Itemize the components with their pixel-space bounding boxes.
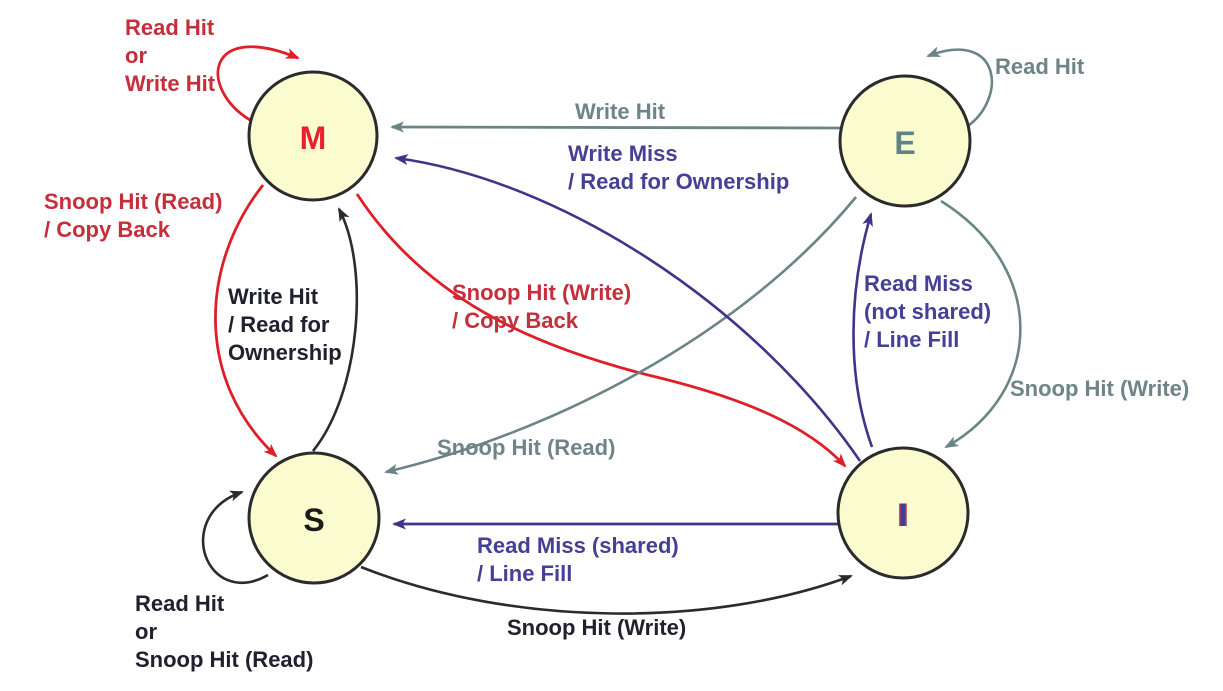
edge-i-to-e xyxy=(852,212,874,448)
edge-label-i-to-s: Read Miss (shared) / Line Fill xyxy=(477,532,679,588)
state-label-e: E xyxy=(894,125,916,161)
edge-label-line: Read Miss xyxy=(864,271,973,296)
edge-e-to-i xyxy=(940,199,1022,449)
edge-label-line: Snoop Hit (Read) xyxy=(135,647,314,672)
edge-s-to-m xyxy=(311,207,359,452)
edge-label-line: Read Hit xyxy=(135,591,225,616)
edge-label-line: Read Miss (shared) xyxy=(477,533,679,558)
edge-label-line: / Read for xyxy=(228,312,330,337)
edge-m-self-loop xyxy=(216,45,300,122)
edge-m-to-i xyxy=(355,193,847,468)
edge-label-line: / Line Fill xyxy=(477,561,573,586)
edge-label-line: Read Hit xyxy=(995,54,1085,79)
edge-i-to-m xyxy=(394,154,862,462)
edge-label-line: (not shared) xyxy=(864,299,992,324)
edge-e-to-m xyxy=(390,121,841,133)
edge-label-m-to-i: Snoop Hit (Write) / Copy Back xyxy=(452,279,631,335)
state-node-m xyxy=(247,70,379,202)
edge-s-to-i xyxy=(360,565,853,615)
edge-label-line: Write Hit xyxy=(228,284,319,309)
edge-label-line: Snoop Hit (Read) xyxy=(437,435,616,460)
edge-label-line: or xyxy=(135,619,157,644)
edge-label-s-self: Read Hit or Snoop Hit (Read) xyxy=(135,590,313,674)
edge-label-line: Write Hit xyxy=(125,71,216,96)
edge-label-e-to-m: Write Hit xyxy=(575,98,665,126)
edge-e-self-loop xyxy=(926,46,994,130)
edge-label-line: Snoop Hit (Read) xyxy=(44,189,223,214)
state-label-i: I xyxy=(898,497,908,533)
edge-label-s-to-i: Snoop Hit (Write) xyxy=(507,614,686,642)
edge-label-s-to-m: Write Hit / Read for Ownership xyxy=(228,283,342,367)
edge-label-line: / Read for Ownership xyxy=(568,169,790,194)
state-node-s xyxy=(247,451,381,585)
edge-label-m-self: Read Hit or Write Hit xyxy=(125,14,215,98)
edge-label-line: or xyxy=(125,43,147,68)
edge-e-to-s xyxy=(384,196,858,475)
state-label-s: S xyxy=(303,502,325,538)
edge-label-line: Write Miss xyxy=(568,141,678,166)
edge-label-e-self: Read Hit xyxy=(995,53,1084,81)
edge-label-line: / Copy Back xyxy=(452,308,578,333)
edge-label-line: Write Hit xyxy=(575,99,666,124)
edge-label-line: Read Hit xyxy=(125,15,215,40)
edge-s-self-loop xyxy=(201,490,269,584)
edge-label-line: / Line Fill xyxy=(864,327,960,352)
edge-label-e-to-s: Snoop Hit (Read) xyxy=(437,434,615,462)
state-node-e xyxy=(838,74,972,208)
edge-label-line: Ownership xyxy=(228,340,342,365)
edge-label-e-to-i: Snoop Hit (Write) xyxy=(1010,375,1189,403)
edge-label-line: / Copy Back xyxy=(44,217,170,242)
state-label-m: M xyxy=(299,120,327,156)
edge-label-i-to-m: Write Miss / Read for Ownership xyxy=(568,140,789,196)
edge-label-line: Snoop Hit (Write) xyxy=(452,280,632,305)
state-node-i xyxy=(836,446,970,580)
edge-m-to-s xyxy=(214,184,278,458)
edge-label-line: Snoop Hit (Write) xyxy=(507,615,687,640)
edge-label-i-to-e: Read Miss (not shared) / Line Fill xyxy=(864,270,991,354)
edge-label-m-to-s: Snoop Hit (Read) / Copy Back xyxy=(44,188,222,244)
edge-label-line: Snoop Hit (Write) xyxy=(1010,376,1190,401)
